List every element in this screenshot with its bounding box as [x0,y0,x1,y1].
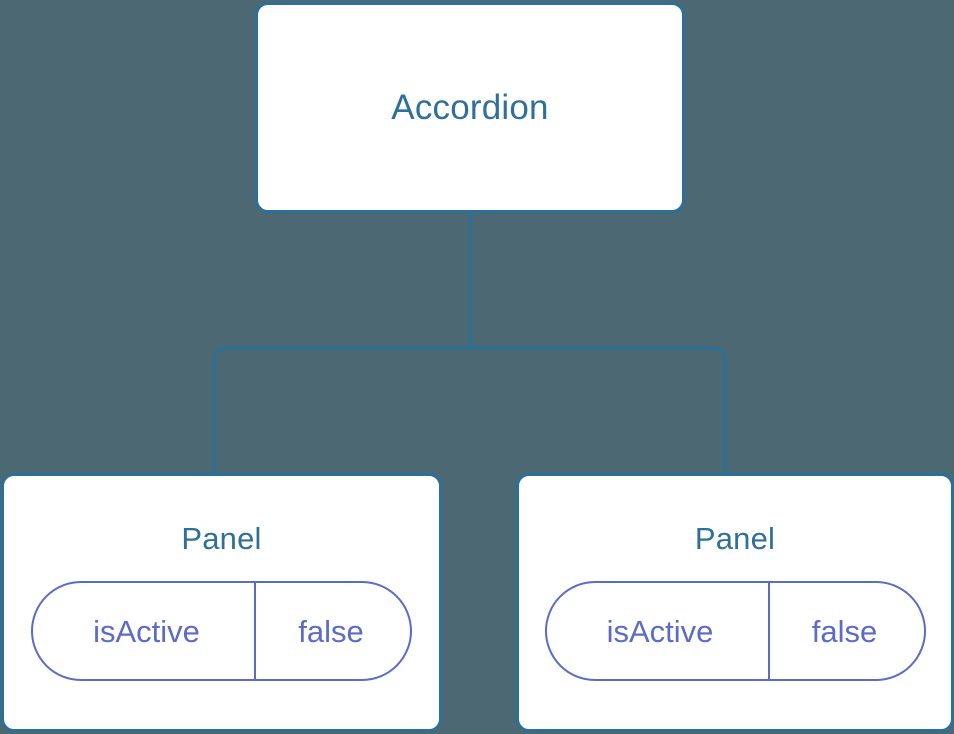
prop-value-label: false [767,583,924,679]
node-accordion-title: Accordion [391,88,549,127]
prop-value-label: false [254,583,410,679]
node-panel-right[interactable]: Panel isActive false [516,473,954,732]
prop-key-label: isActive [606,613,714,649]
node-panel-left[interactable]: Panel isActive false [1,473,442,732]
node-panel-left-title: Panel [181,521,262,556]
edge-to-panel-right [470,346,727,475]
edge-to-panel-left [212,346,470,475]
prop-pill-isactive-left[interactable]: isActive false [31,581,412,681]
prop-pill-isactive-right[interactable]: isActive false [544,581,926,681]
node-accordion[interactable]: Accordion [255,2,685,213]
prop-key-label: isActive [93,613,200,649]
node-panel-right-title: Panel [694,521,776,556]
